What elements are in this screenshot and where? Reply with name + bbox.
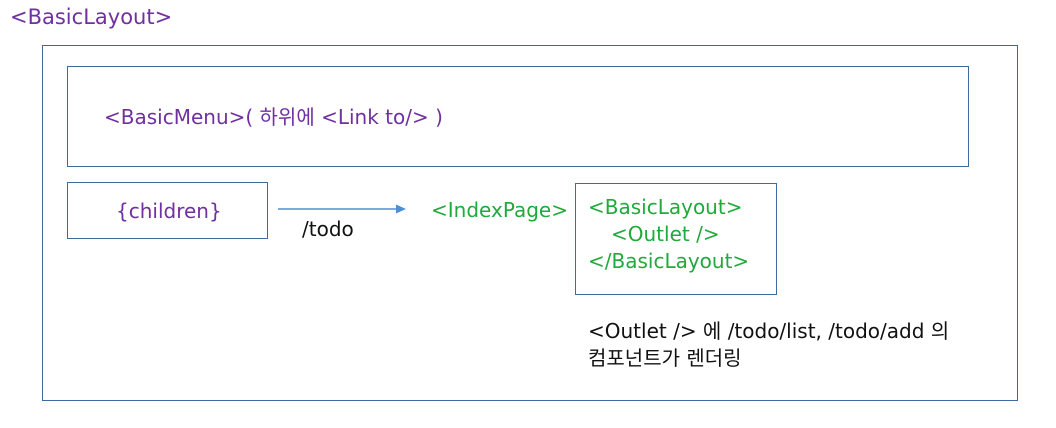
children-box <box>67 182 268 239</box>
outlet-note-line-1: <Outlet /> 에 /todo/list, /todo/add 의 <box>588 319 950 343</box>
outlet-note-line-2: 컴포넌트가 렌더링 <box>588 346 742 370</box>
index-page-label: <IndexPage> <box>431 198 568 222</box>
basic-layout-title: <BasicLayout> <box>10 5 173 29</box>
route-arrow-icon <box>278 204 406 214</box>
index-page-box <box>575 183 777 295</box>
code-line-basic-layout-close: </BasicLayout> <box>588 249 750 273</box>
route-label: /todo <box>302 217 354 241</box>
code-line-outlet: <Outlet /> <box>611 222 720 246</box>
basic-menu-label: <BasicMenu>( 하위에 <Link to/> ) <box>104 105 443 129</box>
basic-menu-box <box>67 66 969 167</box>
children-label: {children} <box>116 199 222 223</box>
basic-layout-frame <box>42 45 1018 401</box>
code-line-basic-layout-open: <BasicLayout> <box>588 195 743 219</box>
